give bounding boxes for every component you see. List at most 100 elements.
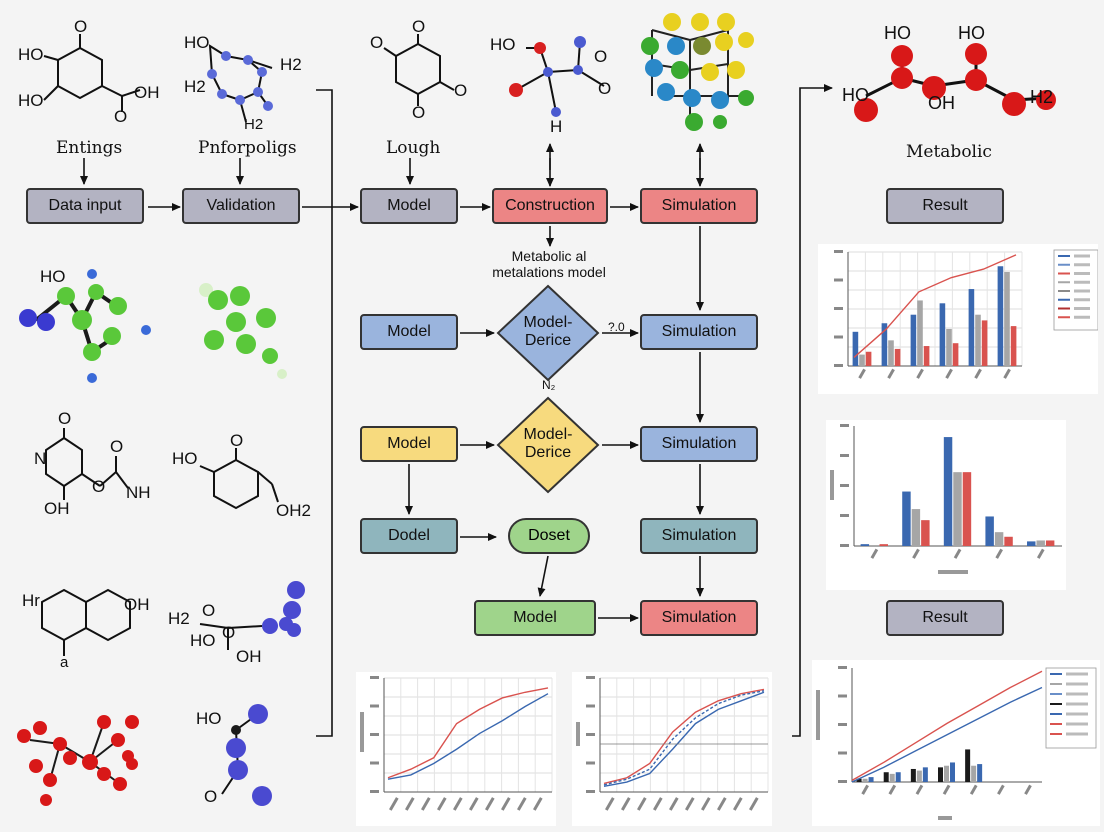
result-box-2[interactable]: Result — [886, 600, 1004, 636]
bar — [1045, 540, 1055, 546]
y-tick-mark — [834, 307, 843, 310]
x-tick-mark — [953, 548, 962, 559]
bar — [994, 532, 1004, 546]
atom-label: H — [550, 117, 563, 136]
bar — [862, 778, 868, 782]
x-tick-mark — [700, 797, 711, 811]
bar — [965, 749, 971, 782]
model-box-yellow[interactable]: Model — [360, 426, 458, 462]
bar — [917, 300, 923, 366]
y-tick-mark — [838, 780, 847, 783]
chart-background — [818, 244, 1098, 394]
x-tick-mark — [516, 797, 527, 811]
validation-box[interactable]: Validation — [182, 188, 300, 224]
y-tick-mark — [586, 676, 595, 679]
atom-label: H2 — [244, 116, 264, 133]
bar — [939, 303, 946, 366]
simulation-box-5[interactable]: Simulation — [640, 600, 758, 636]
x-tick-mark — [1024, 784, 1032, 795]
simulation-box-4[interactable]: Simulation — [640, 518, 758, 554]
model-box-blue[interactable]: Model — [360, 314, 458, 350]
bar — [975, 314, 981, 366]
legend-entry — [1074, 307, 1090, 310]
y-tick-mark — [834, 250, 843, 253]
legend-entry — [1066, 672, 1088, 676]
x-tick-mark — [912, 548, 920, 559]
bar — [968, 289, 975, 366]
legend-entry — [1074, 263, 1090, 267]
simulation-box-3[interactable]: Simulation — [640, 426, 758, 462]
bracket-right — [792, 84, 833, 737]
series-line — [851, 670, 1043, 781]
dodel-box[interactable]: Dodel — [360, 518, 458, 554]
x-tick-mark — [621, 797, 631, 811]
atom-label: HO — [190, 631, 216, 650]
x-tick-mark — [997, 784, 1005, 795]
atom-label: HO — [184, 33, 210, 52]
note-n: N₂ — [542, 378, 556, 392]
model-derice-diamond-1[interactable] — [496, 284, 600, 382]
legend-entry — [1074, 298, 1090, 302]
y-tick-mark — [838, 751, 847, 755]
x-tick-mark — [870, 548, 879, 559]
y-tick-mark — [586, 761, 595, 765]
atom-label: O — [598, 79, 612, 98]
x-tick-mark — [861, 784, 869, 795]
simulation-box-2[interactable]: Simulation — [640, 314, 758, 350]
bar — [977, 764, 983, 782]
atom-label: O — [454, 81, 468, 100]
result-box-1[interactable]: Result — [886, 188, 1004, 224]
bar — [971, 765, 977, 782]
atom-label: HO — [490, 35, 516, 54]
y-tick-mark — [370, 676, 379, 679]
atom-label: OH — [124, 595, 150, 614]
bar-chart-top-right — [818, 244, 1098, 394]
y-tick-mark — [370, 733, 379, 736]
x-tick-mark — [389, 797, 399, 811]
bar — [883, 772, 889, 782]
x-tick-mark — [532, 797, 543, 811]
atom-label: H2 — [1030, 87, 1054, 107]
x-tick-mark — [1003, 368, 1011, 379]
legend-entry — [1074, 280, 1090, 284]
x-tick-mark — [887, 368, 895, 379]
series-line — [387, 693, 549, 780]
note-metabolic-model-line-1: Metabolic al — [511, 248, 587, 264]
bar — [894, 348, 901, 366]
data-input-box[interactable]: Data input — [26, 188, 144, 224]
x-axis-label — [938, 816, 952, 820]
ring-structure — [213, 458, 259, 510]
atom-label: OH — [44, 499, 70, 518]
simulation-box-1[interactable]: Simulation — [640, 188, 758, 224]
y-tick-mark — [834, 278, 843, 282]
y-tick-mark — [840, 484, 849, 487]
atom-label: O — [204, 787, 218, 806]
model-derice-diamond-2[interactable] — [496, 396, 600, 494]
atom-label: HO — [884, 23, 911, 43]
note-metabolic-model-line-2: metalations model — [492, 264, 606, 280]
bar — [865, 351, 872, 366]
ring-structure — [85, 588, 131, 642]
y-tick-mark — [834, 364, 843, 367]
label-pnforpoligs: Pnforpoligs — [198, 138, 297, 158]
y-tick-mark — [840, 544, 849, 547]
doset-pill[interactable]: Doset — [508, 518, 590, 554]
label-entings: Entings — [56, 138, 123, 158]
atom-label: H2 — [280, 55, 302, 74]
bar — [923, 346, 930, 366]
atom-label: O — [92, 477, 106, 496]
bar — [921, 520, 930, 546]
model-box-top[interactable]: Model — [360, 188, 458, 224]
atom-label: HO — [18, 91, 44, 110]
x-tick-mark — [685, 797, 695, 811]
x-tick-mark — [437, 797, 447, 811]
atom-label: NH — [126, 483, 151, 502]
bar — [860, 544, 870, 546]
note-mid: ?.0 — [608, 320, 625, 334]
model-box-green[interactable]: Model — [474, 600, 596, 636]
construction-box[interactable]: Construction — [492, 188, 608, 224]
bar-chart-mid-right — [826, 420, 1066, 590]
y-tick-mark — [586, 704, 595, 708]
atom-label: Hr — [22, 591, 40, 610]
